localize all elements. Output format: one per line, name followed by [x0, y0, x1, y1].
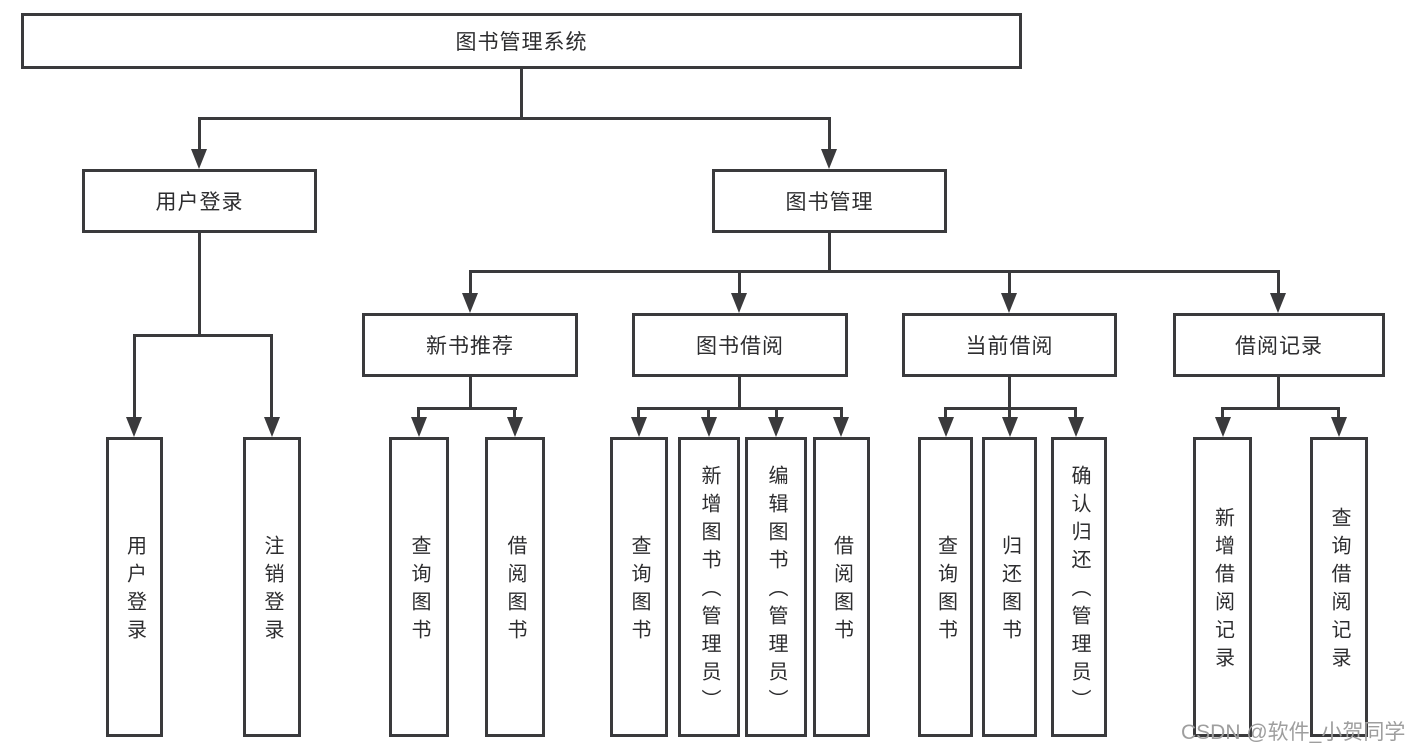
- connector-vline: [520, 69, 523, 119]
- arrowhead-down: [126, 417, 142, 437]
- connector-hline: [133, 334, 273, 337]
- node-user-login: 用户登录: [82, 169, 317, 233]
- arrowhead-down: [1068, 417, 1084, 437]
- connector-vline: [417, 407, 420, 420]
- connector-vline: [1008, 377, 1011, 410]
- node-borrowing-records: 借阅记录: [1173, 313, 1385, 377]
- leaf-query-books-recommend: 查询图书: [389, 437, 449, 737]
- connector-vline: [469, 377, 472, 410]
- connector-vline: [469, 270, 472, 294]
- node-library-management-system: 图书管理系统: [21, 13, 1022, 69]
- connector-vline: [133, 334, 136, 418]
- connector-vline: [840, 407, 843, 420]
- connector-vline: [198, 117, 201, 150]
- arrowhead-down: [1331, 417, 1347, 437]
- csdn-watermark: CSDN @软件_小贺同学: [1181, 721, 1405, 744]
- leaf-borrow-books: 借阅图书: [813, 437, 870, 737]
- connector-vline: [513, 407, 516, 420]
- connector-vline: [707, 407, 710, 420]
- leaf-confirm-return-admin: 确认归还（管理员）: [1051, 437, 1107, 737]
- arrowhead-down: [938, 417, 954, 437]
- connector-vline: [738, 377, 741, 410]
- connector-vline: [1277, 377, 1280, 410]
- leaf-add-book-admin: 新增图书（管理员）: [678, 437, 740, 737]
- connector-vline: [637, 407, 640, 420]
- arrowhead-down: [1270, 293, 1286, 313]
- connector-hline: [417, 407, 517, 410]
- connector-vline: [775, 407, 778, 420]
- leaf-user-login: 用户登录: [106, 437, 163, 737]
- arrowhead-down: [1001, 293, 1017, 313]
- leaf-logout: 注销登录: [243, 437, 301, 737]
- connector-vline: [1337, 407, 1340, 420]
- arrowhead-down: [1215, 417, 1231, 437]
- connector-vline: [828, 117, 831, 150]
- connector-vline: [198, 233, 201, 337]
- node-current-borrowing: 当前借阅: [902, 313, 1117, 377]
- leaf-edit-book-admin: 编辑图书（管理员）: [745, 437, 807, 737]
- arrowhead-down: [507, 417, 523, 437]
- leaf-borrow-books-recommend: 借阅图书: [485, 437, 545, 737]
- connector-hline: [1221, 407, 1340, 410]
- connector-vline: [944, 407, 947, 420]
- arrowhead-down: [191, 149, 207, 169]
- arrowhead-down: [462, 293, 478, 313]
- connector-vline: [1008, 270, 1011, 294]
- leaf-query-borrow-record: 查询借阅记录: [1310, 437, 1368, 737]
- arrowhead-down: [264, 417, 280, 437]
- node-book-management: 图书管理: [712, 169, 947, 233]
- connector-vline: [1008, 407, 1011, 420]
- arrowhead-down: [821, 149, 837, 169]
- arrowhead-down: [768, 417, 784, 437]
- arrowhead-down: [411, 417, 427, 437]
- node-book-borrowing: 图书借阅: [632, 313, 848, 377]
- connector-vline: [1221, 407, 1224, 420]
- connector-hline: [469, 270, 1280, 273]
- connector-hline: [637, 407, 842, 410]
- connector-vline: [1074, 407, 1077, 420]
- connector-vline: [828, 233, 831, 273]
- leaf-query-books-current: 查询图书: [918, 437, 973, 737]
- leaf-add-borrow-record: 新增借阅记录: [1193, 437, 1252, 737]
- arrowhead-down: [731, 293, 747, 313]
- connector-vline: [738, 270, 741, 294]
- leaf-return-book: 归还图书: [982, 437, 1037, 737]
- arrowhead-down: [701, 417, 717, 437]
- arrowhead-down: [833, 417, 849, 437]
- arrowhead-down: [631, 417, 647, 437]
- leaf-query-books-borrowing: 查询图书: [610, 437, 668, 737]
- node-new-book-recommendation: 新书推荐: [362, 313, 578, 377]
- connector-vline: [1277, 270, 1280, 294]
- connector-hline: [198, 117, 831, 120]
- connector-vline: [270, 334, 273, 418]
- arrowhead-down: [1002, 417, 1018, 437]
